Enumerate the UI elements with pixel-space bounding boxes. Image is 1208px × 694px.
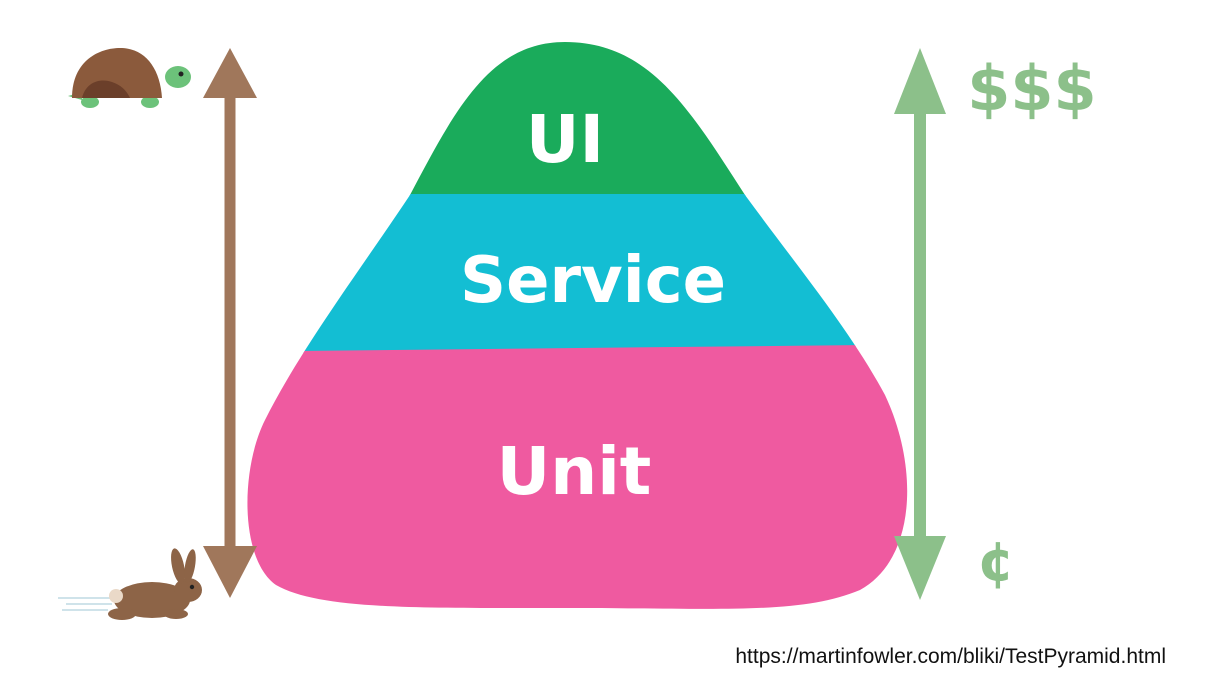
turtle-icon — [68, 48, 191, 108]
pyramid — [247, 42, 908, 609]
speed-arrow — [203, 48, 257, 598]
layer-label-ui: UI — [526, 101, 604, 178]
rabbit-icon — [58, 548, 202, 620]
layer-unit — [247, 344, 908, 609]
layer-label-service: Service — [460, 244, 726, 318]
layer-service — [247, 194, 908, 354]
layer-label-unit: Unit — [497, 433, 652, 510]
source-url: https://martinfowler.com/bliki/TestPyram… — [735, 645, 1166, 668]
cost-high-label: $$$ — [967, 52, 1096, 125]
cost-low-label: ¢ — [977, 530, 1015, 593]
cost-arrow — [894, 48, 946, 600]
